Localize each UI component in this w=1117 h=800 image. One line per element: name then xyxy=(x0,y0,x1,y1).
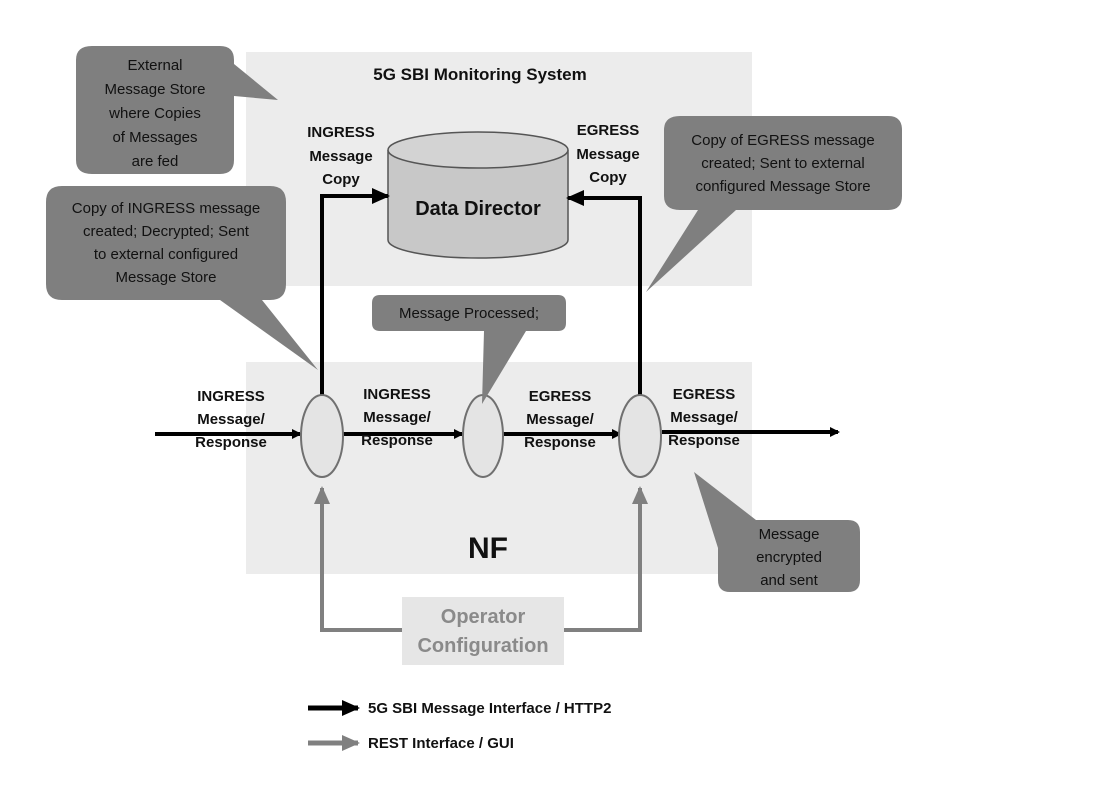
monitoring-system-title: 5G SBI Monitoring System xyxy=(373,65,586,84)
ingress-in-line1: INGRESS xyxy=(197,388,265,405)
egress-copy-line2: Message xyxy=(576,146,639,163)
process-node xyxy=(462,394,504,478)
egress-mid-label: EGRESS Message/ Response xyxy=(524,388,596,451)
ingress-mid-line2: Message/ xyxy=(363,409,431,426)
ingress-in-line2: Message/ xyxy=(197,411,265,428)
callout-external-store-line4: of Messages xyxy=(112,129,197,146)
egress-mid-line3: Response xyxy=(524,434,596,451)
egress-copy-line3: Copy xyxy=(589,169,627,186)
callout-encrypted-line3: and sent xyxy=(760,572,818,589)
callout-encrypted: Message encrypted and sent xyxy=(694,472,860,592)
ingress-copy-line1: INGRESS xyxy=(307,124,375,141)
ingress-node xyxy=(300,394,344,478)
egress-out-label: EGRESS Message/ Response xyxy=(668,386,740,449)
egress-copy-line1: EGRESS xyxy=(577,122,640,139)
callout-external-store: External Message Store where Copies of M… xyxy=(76,46,278,174)
ingress-mid-line1: INGRESS xyxy=(363,386,431,403)
callout-egress-copy-line2: created; Sent to external xyxy=(701,155,864,172)
data-director-cylinder xyxy=(387,131,569,259)
callout-egress-copy: Copy of EGRESS message created; Sent to … xyxy=(646,116,902,292)
operator-configuration-box xyxy=(402,597,564,665)
sbi-flow-arrows xyxy=(155,427,840,439)
callout-ingress-copy-line3: to external configured xyxy=(94,246,238,263)
callout-ingress-copy-line1: Copy of INGRESS message xyxy=(72,200,260,217)
callout-external-store-line1: External xyxy=(127,57,182,74)
callout-external-store-line3: where Copies xyxy=(108,105,201,122)
egress-out-line3: Response xyxy=(668,432,740,449)
callout-ingress-copy-line2: created; Decrypted; Sent xyxy=(83,223,250,240)
ingress-copy-line3: Copy xyxy=(322,171,360,188)
copy-paths xyxy=(320,188,642,398)
operator-configuration-line1: Operator xyxy=(441,606,526,628)
callout-ingress-copy: Copy of INGRESS message created; Decrypt… xyxy=(46,186,318,370)
ingress-mid-line3: Response xyxy=(361,432,433,449)
egress-copy-label: EGRESS Message Copy xyxy=(576,122,639,186)
callout-external-store-line5: are fed xyxy=(132,153,179,170)
legend-sbi-label: 5G SBI Message Interface / HTTP2 xyxy=(368,700,611,717)
data-director-label: Data Director xyxy=(415,198,541,220)
callout-egress-copy-line3: configured Message Store xyxy=(695,178,870,195)
egress-out-line2: Message/ xyxy=(670,409,738,426)
nf-label: NF xyxy=(468,532,508,565)
callout-egress-copy-line1: Copy of EGRESS message xyxy=(691,132,874,149)
operator-configuration-line2: Configuration xyxy=(417,635,548,657)
callout-ingress-copy-line4: Message Store xyxy=(116,269,217,286)
ingress-mid-label: INGRESS Message/ Response xyxy=(361,386,433,449)
egress-mid-line2: Message/ xyxy=(526,411,594,428)
callout-encrypted-line1: Message xyxy=(759,526,820,543)
callout-external-store-line2: Message Store xyxy=(105,81,206,98)
ingress-copy-line2: Message xyxy=(309,148,372,165)
egress-mid-line1: EGRESS xyxy=(529,388,592,405)
callout-processed-line1: Message Processed; xyxy=(399,305,539,322)
legend: 5G SBI Message Interface / HTTP2 REST In… xyxy=(308,700,611,752)
legend-rest-label: REST Interface / GUI xyxy=(368,735,514,752)
callout-encrypted-line2: encrypted xyxy=(756,549,822,566)
egress-out-line1: EGRESS xyxy=(673,386,736,403)
ingress-copy-label: INGRESS Message Copy xyxy=(307,124,375,188)
ingress-in-line3: Response xyxy=(195,434,267,451)
ingress-in-label: INGRESS Message/ Response xyxy=(195,388,267,451)
callout-processed: Message Processed; xyxy=(372,295,566,404)
egress-node xyxy=(618,394,662,478)
